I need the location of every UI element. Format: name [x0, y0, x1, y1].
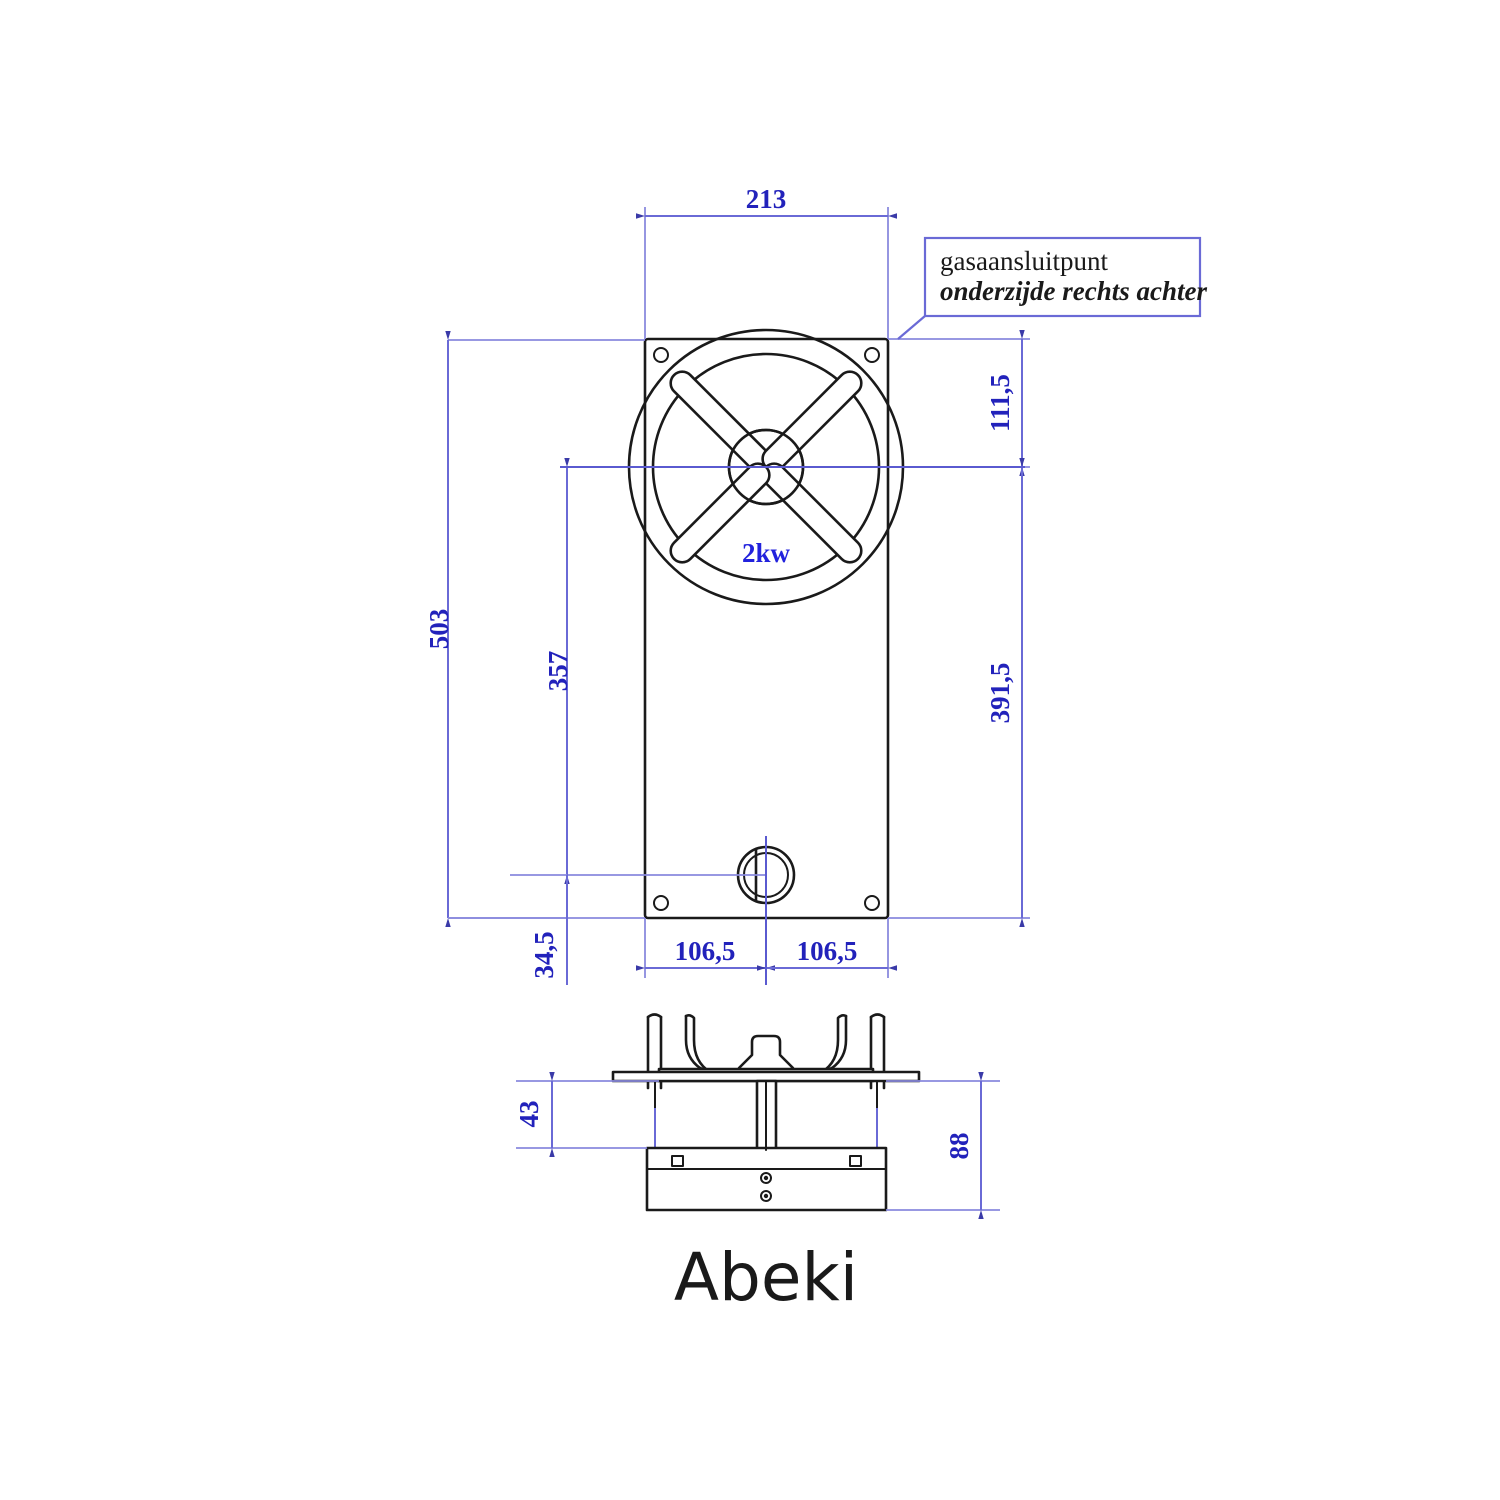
dim-label-1065-left: 106,5 — [675, 936, 736, 966]
dim-label-1065-right: 106,5 — [797, 936, 858, 966]
dim-label-1115: 111,5 — [985, 374, 1015, 432]
gas-connection-callout: gasaansluitpunt onderzijde rechts achter — [897, 236, 1207, 340]
bracket-right-top-cap — [869, 1013, 886, 1019]
cooktop-plate-outline — [643, 337, 890, 920]
dim-label-345: 34,5 — [529, 931, 559, 978]
mounting-hole-top-left — [653, 347, 669, 363]
top-view-group: 2kw — [627, 328, 905, 920]
fastener-left — [671, 1155, 684, 1167]
pan-arm-right-profile — [814, 1014, 848, 1077]
dim-label-503: 503 — [424, 609, 454, 650]
side-view-group — [611, 1013, 921, 1212]
callout-text-line1: gasaansluitpunt — [940, 246, 1108, 276]
callout-box-frame — [923, 236, 1202, 318]
burner-power-label: 2kw — [742, 538, 791, 568]
mounting-hole-top-right — [864, 347, 880, 363]
callout-leader-line — [897, 315, 926, 340]
side-view-dimensions: 43 88 — [514, 1072, 1000, 1219]
pan-arm-left-profile-inner — [684, 1014, 702, 1070]
top-view-dimensions: 213 503 357 34,5 111,5 391,5 — [424, 184, 1030, 985]
base-screw-lower — [760, 1190, 772, 1202]
dim-label-43: 43 — [514, 1101, 544, 1128]
bracket-left-top-cap — [646, 1013, 663, 1019]
dim-label-88: 88 — [944, 1133, 974, 1160]
dim-label-357: 357 — [543, 651, 573, 692]
base-screw-upper-core — [763, 1175, 769, 1181]
callout-text-line2: onderzijde rechts achter — [940, 276, 1207, 306]
deck-plate-flange — [611, 1070, 921, 1083]
brand-logo-text: Abeki — [674, 1239, 858, 1316]
pan-arm-right-profile-inner — [830, 1014, 848, 1070]
mounting-hole-bottom-left — [653, 895, 669, 911]
fastener-right — [849, 1155, 862, 1167]
mounting-hole-bottom-right — [864, 895, 880, 911]
dim-label-213: 213 — [746, 184, 787, 214]
base-screw-upper — [760, 1172, 772, 1184]
pan-arm-left-profile — [684, 1014, 718, 1077]
base-screw-lower-core — [763, 1193, 769, 1199]
dim-label-3915: 391,5 — [985, 663, 1015, 724]
